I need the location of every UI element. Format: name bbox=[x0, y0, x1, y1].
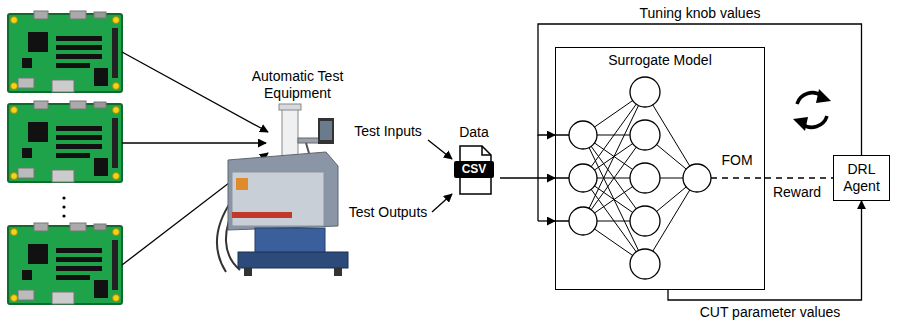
label-anchor: Test Outputs bbox=[347, 204, 430, 221]
neurons bbox=[569, 77, 711, 279]
csv-file-icon: CSV bbox=[454, 145, 494, 195]
document-band bbox=[454, 161, 494, 178]
node-text: CSV bbox=[454, 162, 494, 177]
connector-line bbox=[765, 177, 833, 178]
document-fold bbox=[482, 146, 491, 155]
edge-label-anchor: Reward bbox=[771, 184, 823, 201]
data-arrows bbox=[428, 140, 452, 212]
edge-label-anchor: Tuning knob values bbox=[638, 5, 763, 22]
label-anchor: FOM bbox=[719, 152, 754, 169]
file-icon: DataCSV bbox=[448, 124, 500, 204]
edge-label: CUT parameter values bbox=[698, 304, 843, 320]
edge-label: Tuning knob values bbox=[638, 5, 763, 21]
edge-label: Reward bbox=[771, 184, 823, 200]
node-title: Data bbox=[448, 124, 500, 141]
output-dashed-line bbox=[711, 177, 765, 178]
node-title: DRL Agent bbox=[838, 161, 885, 195]
pcb-board bbox=[8, 223, 122, 304]
connector-line bbox=[538, 24, 862, 155]
model-frame: Surrogate Model bbox=[555, 47, 765, 290]
network-links bbox=[583, 92, 697, 264]
ellipsis-dots bbox=[62, 196, 65, 217]
connector-line bbox=[500, 177, 555, 178]
annotation-label: FOM bbox=[719, 152, 754, 168]
pcb-board bbox=[8, 11, 122, 92]
loop-icon bbox=[793, 89, 831, 131]
node-title: Automatic Test Equipment bbox=[225, 68, 370, 102]
agent-box: DRL Agent bbox=[833, 155, 890, 201]
test-equipment-figure bbox=[217, 104, 348, 276]
equipment-figure: Automatic Test Equipment bbox=[225, 68, 370, 280]
label-anchor: Test Inputs bbox=[352, 123, 424, 140]
annotation-label: Test Outputs bbox=[347, 204, 430, 220]
pcb-board bbox=[8, 101, 122, 182]
node-title: Surrogate Model bbox=[560, 52, 760, 69]
annotation-label: Test Inputs bbox=[352, 123, 424, 139]
edge-label-anchor: CUT parameter values bbox=[698, 304, 843, 321]
